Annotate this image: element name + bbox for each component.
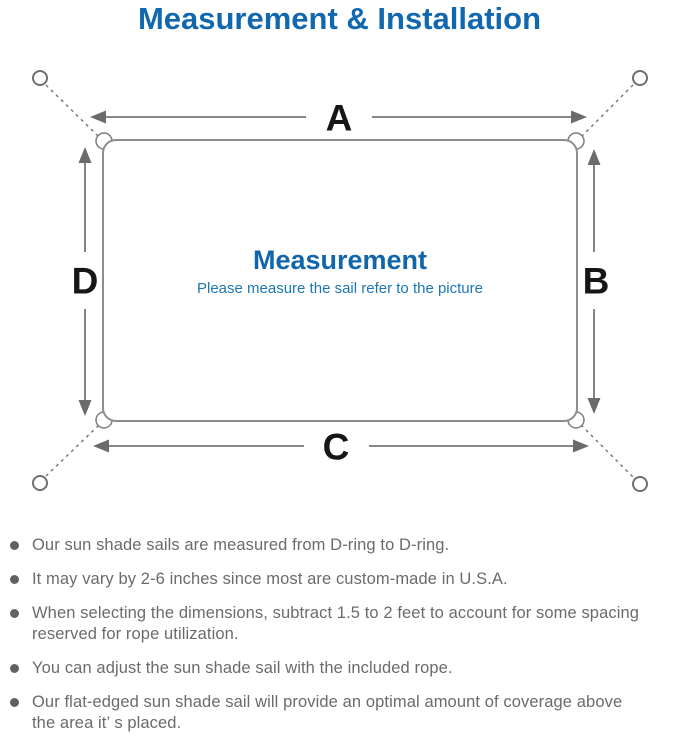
dimension-a: A [90, 98, 587, 139]
notes-list: Our sun shade sails are measured from D-… [10, 535, 672, 739]
dimension-label-d: D [72, 261, 99, 302]
measurement-title: Measurement [252, 245, 428, 275]
guy-line-bottom-right [580, 424, 634, 478]
list-item: It may vary by 2-6 inches since most are… [10, 569, 672, 590]
dimension-c: C [93, 427, 589, 468]
mount-ring-icon [32, 70, 48, 86]
dimension-label-c: C [323, 427, 350, 468]
measurement-diagram: A C D B [32, 70, 648, 492]
sail-outline [102, 139, 578, 422]
center-caption: Measurement Please measure the sail refe… [103, 246, 577, 298]
guy-lines [45, 84, 634, 478]
dimension-label-b: B [583, 261, 610, 302]
guy-line-top-left [45, 84, 100, 138]
arrow-right-icon [573, 439, 589, 453]
mount-ring-icon [632, 476, 648, 492]
dimension-d: D [72, 147, 99, 416]
page-title: Measurement & Installation [137, 1, 542, 36]
arrow-left-icon [93, 439, 109, 453]
arrow-down-icon [587, 398, 601, 414]
arrow-up-icon [78, 147, 92, 163]
dimension-label-a: A [326, 98, 353, 139]
mount-ring-icon [32, 475, 48, 491]
arrow-up-icon [587, 149, 601, 165]
list-item: Our sun shade sails are measured from D-… [10, 535, 672, 556]
note-text: Our sun shade sails are measured from D-… [32, 536, 450, 554]
guy-line-top-right [580, 84, 634, 138]
guy-line-bottom-left [45, 424, 100, 477]
list-item: You can adjust the sun shade sail with t… [10, 658, 672, 679]
arrow-down-icon [78, 400, 92, 416]
bullet-icon [10, 664, 19, 673]
arrow-left-icon [90, 110, 106, 124]
note-text: It may vary by 2-6 inches since most are… [32, 570, 508, 588]
bullet-icon [10, 698, 19, 707]
note-text: You can adjust the sun shade sail with t… [32, 659, 453, 677]
arrow-right-icon [571, 110, 587, 124]
list-item: When selecting the dimensions, subtract … [10, 603, 672, 645]
bullet-icon [10, 575, 19, 584]
mount-ring-icon [632, 70, 648, 86]
note-text: Our flat-edged sun shade sail will provi… [32, 693, 623, 732]
bullet-icon [10, 541, 19, 550]
dimension-b: B [583, 149, 610, 414]
measurement-subtitle: Please measure the sail refer to the pic… [197, 280, 483, 297]
bullet-icon [10, 609, 19, 618]
list-item: Our flat-edged sun shade sail will provi… [10, 692, 672, 734]
note-text: When selecting the dimensions, subtract … [32, 604, 640, 643]
